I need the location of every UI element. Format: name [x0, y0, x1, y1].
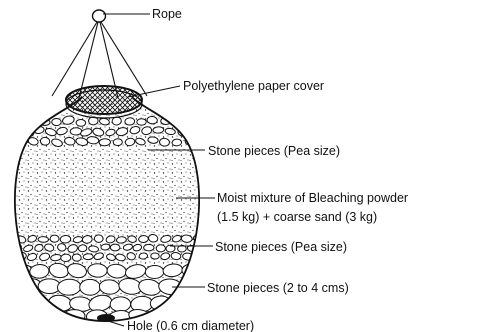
label-stone-top: Stone pieces (Pea size) — [208, 144, 340, 158]
stone — [172, 117, 183, 125]
stone — [172, 139, 182, 146]
stone — [80, 279, 101, 295]
stone — [27, 116, 39, 124]
stone — [60, 235, 71, 243]
stone — [83, 254, 93, 260]
stone — [15, 136, 26, 145]
rope — [52, 10, 147, 98]
label-hole: Hole (0.6 cm diameter) — [127, 319, 254, 332]
stone — [184, 116, 195, 126]
stone — [11, 295, 33, 313]
label-rope: Rope — [152, 7, 182, 21]
stone — [52, 118, 62, 125]
stone — [137, 119, 147, 126]
stone — [153, 127, 164, 134]
stone — [40, 137, 50, 146]
stone — [110, 297, 131, 312]
stone — [192, 252, 202, 260]
stone — [61, 254, 71, 262]
stone — [5, 234, 16, 243]
stone — [16, 118, 26, 125]
stone — [76, 119, 86, 126]
label-mixture-line2: (1.5 kg) + coarse sand (3 kg) — [217, 210, 377, 224]
stone — [159, 138, 169, 146]
stone — [169, 295, 192, 314]
stone — [88, 245, 98, 252]
label-mixture-line1: Moist mixture of Bleaching powder — [217, 191, 408, 205]
stone — [94, 235, 103, 243]
label-stone-large: Stone pieces (2 to 4 cms) — [207, 281, 349, 295]
pot — [0, 90, 220, 330]
stone — [125, 117, 135, 125]
stone — [101, 244, 111, 251]
stone — [50, 235, 59, 242]
hole — [97, 314, 115, 322]
stone — [113, 139, 122, 146]
stone — [18, 308, 42, 325]
stone — [5, 254, 16, 260]
stone — [144, 244, 154, 251]
stone — [99, 139, 111, 146]
stone — [40, 309, 63, 327]
stone — [78, 244, 87, 252]
stone — [190, 127, 201, 136]
stone — [22, 128, 34, 137]
stone — [139, 252, 148, 259]
stone — [38, 236, 49, 242]
label-stone-mid: Stone pieces (Pea size) — [215, 240, 347, 254]
stone — [145, 265, 164, 279]
stone — [156, 245, 165, 252]
stone-layer-top — [15, 115, 201, 148]
stone — [88, 263, 108, 277]
stone — [70, 128, 82, 135]
stone — [72, 254, 81, 262]
stone — [181, 235, 192, 243]
rope-knot — [93, 10, 106, 22]
label-cover: Polyethylene paper cover — [183, 79, 324, 93]
stone — [151, 253, 160, 259]
stone — [110, 244, 120, 251]
stone — [138, 235, 148, 243]
